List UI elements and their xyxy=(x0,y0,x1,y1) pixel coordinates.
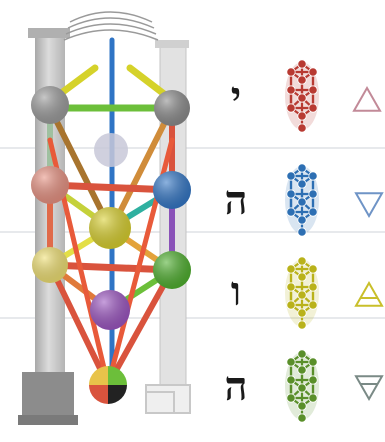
sefira-malkuth xyxy=(89,366,127,404)
mini-tree-node xyxy=(287,68,295,76)
mini-tree-node xyxy=(298,414,306,422)
mini-tree-2 xyxy=(285,164,319,236)
mini-tree-node xyxy=(298,216,306,224)
mini-tree-node xyxy=(309,358,317,366)
mini-tree-node xyxy=(298,228,306,236)
crown-arcs xyxy=(64,12,158,40)
mini-tree-node xyxy=(298,309,306,317)
mini-tree-node xyxy=(298,76,306,84)
mini-tree-node xyxy=(298,273,306,281)
mini-tree-node xyxy=(298,366,306,374)
triangle-shape xyxy=(356,283,382,306)
mini-tree-node xyxy=(309,86,317,94)
mini-tree-node xyxy=(287,283,295,291)
mini-tree-node xyxy=(298,60,306,68)
triangle-shape xyxy=(356,376,382,399)
mini-tree-node xyxy=(287,172,295,180)
mini-tree-node xyxy=(287,208,295,216)
mini-tree-node xyxy=(309,376,317,384)
mini-tree-node xyxy=(287,358,295,366)
mini-tree-node xyxy=(309,104,317,112)
mini-tree-node xyxy=(309,394,317,402)
mini-tree-node xyxy=(287,376,295,384)
triangle-shape xyxy=(354,88,380,111)
mini-tree-node xyxy=(309,172,317,180)
mini-tree-node xyxy=(298,384,306,392)
mini-tree-node xyxy=(298,402,306,410)
letter-he-2: ה xyxy=(224,363,247,410)
mini-tree-node xyxy=(309,190,317,198)
mini-tree-node xyxy=(298,321,306,329)
letter-yod: י xyxy=(231,73,242,120)
row-4: ה xyxy=(224,350,382,422)
mini-tree-node xyxy=(298,257,306,265)
letter-he-1: ה xyxy=(224,177,247,224)
triangle-shape xyxy=(356,193,382,216)
mini-tree-node xyxy=(287,86,295,94)
mini-tree-node xyxy=(287,190,295,198)
triangle-1 xyxy=(354,88,380,111)
mini-tree-node xyxy=(298,180,306,188)
mini-tree-node xyxy=(298,198,306,206)
mini-tree-node xyxy=(287,394,295,402)
mini-tree-1 xyxy=(285,60,319,132)
mini-tree-node xyxy=(309,283,317,291)
sefira-daat xyxy=(94,133,128,167)
mini-tree-node xyxy=(287,265,295,273)
mini-tree-node xyxy=(298,112,306,120)
mini-tree-node xyxy=(309,68,317,76)
mini-tree-node xyxy=(298,350,306,358)
row-2: ה xyxy=(224,164,382,236)
mini-tree-node xyxy=(298,291,306,299)
mini-tree-node xyxy=(298,164,306,172)
mini-tree-node xyxy=(309,301,317,309)
letter-vav: ו xyxy=(231,268,241,315)
triangle-2 xyxy=(356,193,382,216)
mini-tree-node xyxy=(298,124,306,132)
mini-tree-4 xyxy=(285,350,319,422)
triangle-3 xyxy=(356,283,382,306)
mini-tree-node xyxy=(309,265,317,273)
mini-tree-node xyxy=(287,301,295,309)
mini-tree-node xyxy=(309,208,317,216)
row-1: י xyxy=(231,60,380,132)
mini-tree-node xyxy=(287,104,295,112)
mini-tree-node xyxy=(298,94,306,102)
triangle-4 xyxy=(356,376,382,399)
